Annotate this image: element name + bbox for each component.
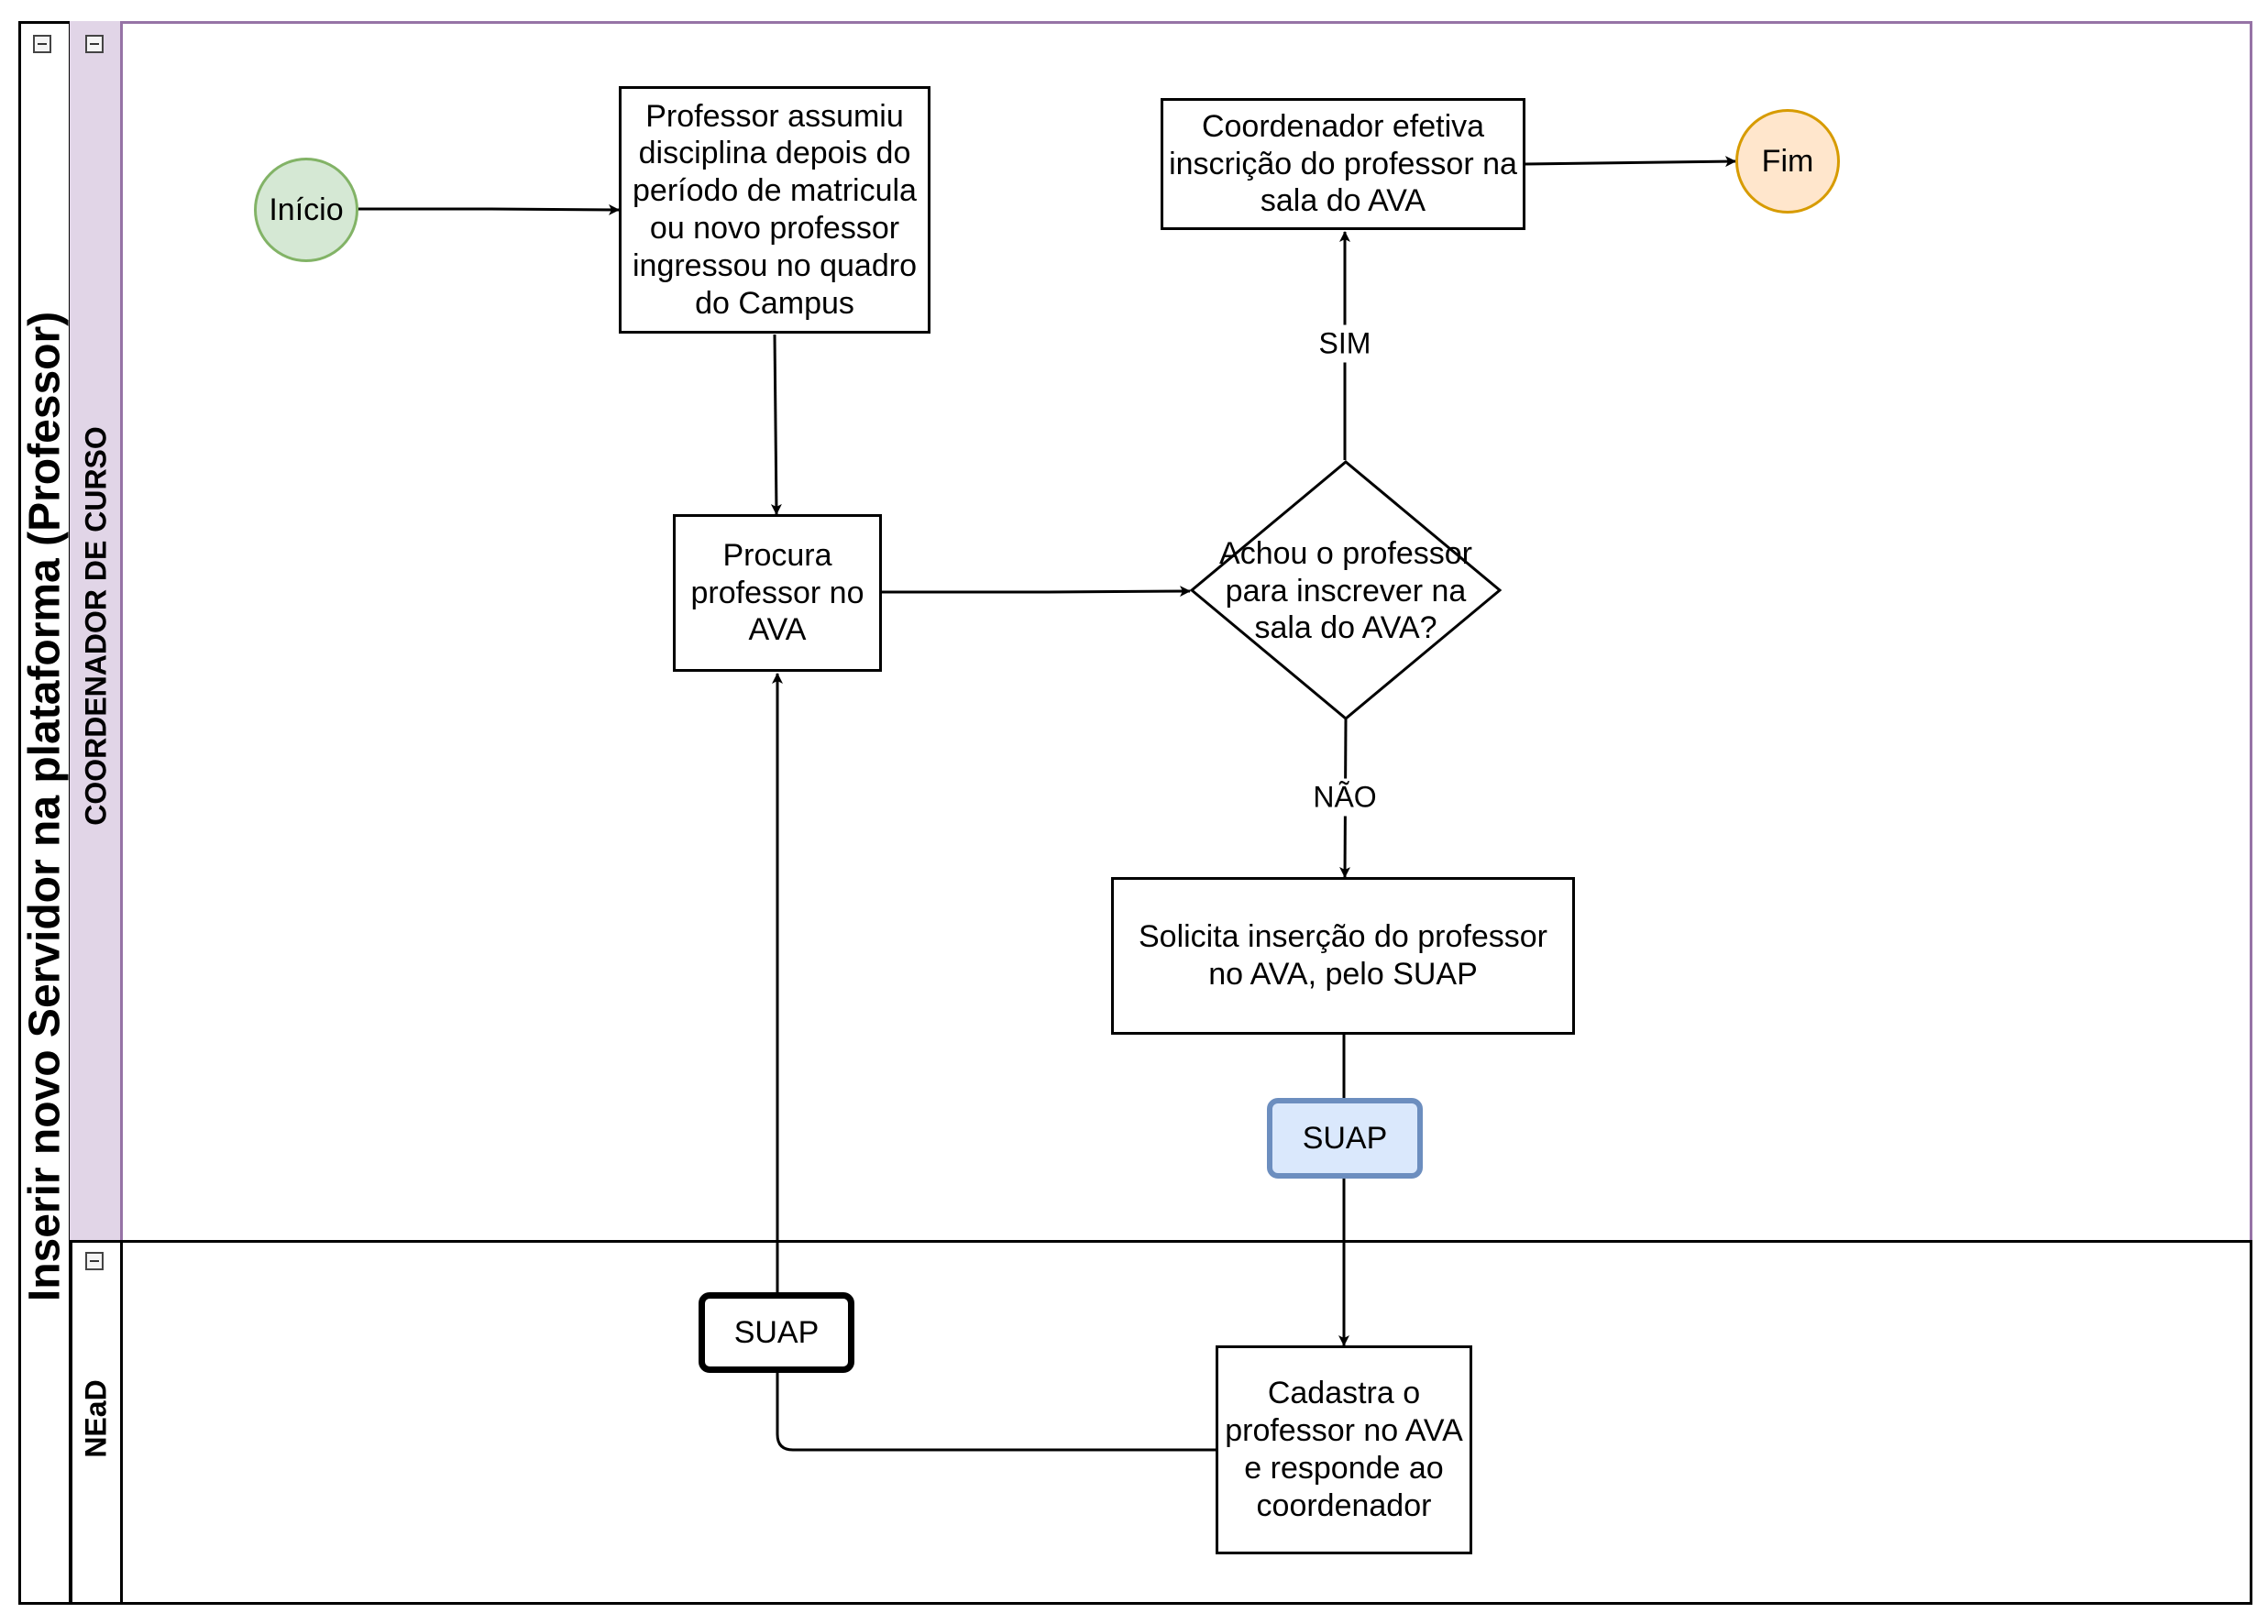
edge-label-sim: SIM bbox=[1315, 324, 1375, 363]
task-cadastra-professor-label: Cadastra o professor no AVA e responde a… bbox=[1225, 1376, 1463, 1523]
edge-efetiva-fim bbox=[1525, 156, 1736, 168]
task-solicita-insercao-label: Solicita inserção do professor no AVA, p… bbox=[1138, 919, 1547, 992]
end-event-label: Fim bbox=[1761, 143, 1814, 179]
task-professor-assumiu-label: Professor assumiu disciplina depois do p… bbox=[632, 98, 917, 321]
task-coordenador-efetiva[interactable]: Coordenador efetiva inscrição do profess… bbox=[1161, 98, 1525, 230]
decision-gateway[interactable] bbox=[1190, 460, 1502, 720]
edge-inicio-assumiu bbox=[358, 203, 620, 215]
task-solicita-insercao[interactable]: Solicita inserção do professor no AVA, p… bbox=[1111, 877, 1575, 1035]
edge-assumiu-procura bbox=[770, 334, 782, 515]
suap-system-coordenador-label: SUAP bbox=[1302, 1120, 1388, 1156]
end-event[interactable]: Fim bbox=[1735, 109, 1840, 214]
task-coordenador-efetiva-label: Coordenador efetiva inscrição do profess… bbox=[1169, 108, 1517, 219]
lane-nead bbox=[70, 1240, 2252, 1605]
task-procura-professor-label: Procura professor no AVA bbox=[690, 537, 864, 648]
decision-gateway-label: Achou o professor para inscrever na sala… bbox=[1219, 535, 1472, 646]
task-procura-professor[interactable]: Procura professor no AVA bbox=[673, 514, 882, 672]
edge-procura-decision bbox=[881, 586, 1191, 598]
suap-system-nead-label: SUAP bbox=[733, 1314, 820, 1350]
collapse-lane-coordenador-button[interactable] bbox=[85, 35, 104, 53]
start-event-label: Início bbox=[269, 192, 344, 227]
collapse-pool-button[interactable] bbox=[33, 35, 51, 53]
collapse-lane-nead-button[interactable] bbox=[85, 1252, 104, 1270]
start-event[interactable]: Início bbox=[254, 158, 358, 262]
edge-label-nao: NÃO bbox=[1309, 778, 1381, 817]
suap-system-coordenador[interactable]: SUAP bbox=[1267, 1098, 1423, 1179]
lane-coordenador-header bbox=[70, 21, 123, 1243]
task-cadastra-professor[interactable]: Cadastra o professor no AVA e responde a… bbox=[1216, 1345, 1472, 1554]
suap-system-nead[interactable]: SUAP bbox=[699, 1292, 854, 1373]
edge-cadastra-procura bbox=[772, 673, 1216, 1452]
task-professor-assumiu[interactable]: Professor assumiu disciplina depois do p… bbox=[619, 86, 930, 334]
lane-nead-header bbox=[70, 1240, 123, 1605]
